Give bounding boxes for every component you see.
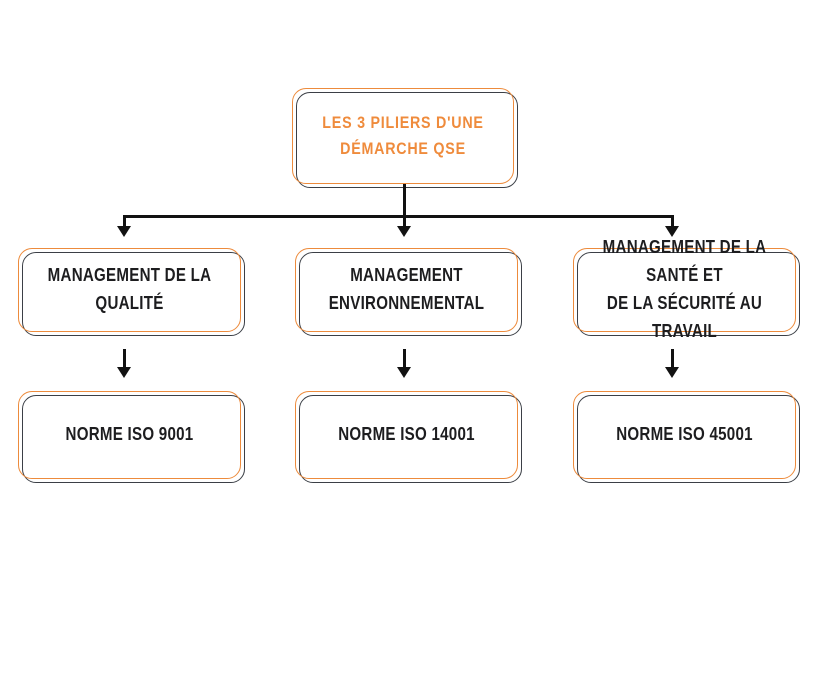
node-accent-outline [18, 248, 241, 332]
connector-branch-drop-1 [123, 215, 126, 228]
connector-pillar-1-to-standard [123, 349, 126, 370]
node-accent-outline [295, 248, 518, 332]
node-accent-outline [18, 391, 241, 479]
node-pillar-quality[interactable]: MANAGEMENT DE LA QUALITÉ [18, 248, 245, 336]
connector-pillar-2-to-standard [403, 349, 406, 370]
arrow-head-to-pillar-2 [397, 226, 411, 237]
arrow-head-to-standard-1 [117, 367, 131, 378]
node-standard-iso-9001-label: NORME ISO 9001 [65, 424, 194, 445]
node-accent-outline [573, 391, 796, 479]
node-outline [22, 395, 245, 483]
node-root-label: LES 3 PILIERS D'UNE DÉMARCHE QSE [322, 112, 484, 158]
connector-horizontal-bus [123, 215, 674, 218]
node-outline [296, 92, 518, 188]
node-outline [299, 252, 522, 336]
node-accent-outline [573, 248, 796, 332]
node-accent-outline [295, 391, 518, 479]
arrow-head-to-pillar-1 [117, 226, 131, 237]
node-standard-iso-14001[interactable]: NORME ISO 14001 [295, 391, 522, 483]
connector-branch-drop-2 [403, 215, 406, 228]
node-pillar-health-safety-label: MANAGEMENT DE LA SANTÉ ET DE LA SÉCURITÉ… [602, 237, 767, 341]
arrow-head-to-standard-2 [397, 367, 411, 378]
node-accent-outline [292, 88, 514, 184]
connector-branch-drop-3 [671, 215, 674, 228]
node-outline [22, 252, 245, 336]
node-outline [299, 395, 522, 483]
arrow-head-to-pillar-3 [665, 226, 679, 237]
node-standard-iso-45001[interactable]: NORME ISO 45001 [573, 391, 800, 483]
node-pillar-environment[interactable]: MANAGEMENT ENVIRONNEMENTAL [295, 248, 522, 336]
connector-pillar-3-to-standard [671, 349, 674, 370]
node-standard-iso-14001-label: NORME ISO 14001 [338, 424, 475, 445]
node-root[interactable]: LES 3 PILIERS D'UNE DÉMARCHE QSE [292, 88, 518, 188]
node-outline [577, 252, 800, 336]
node-pillar-health-safety[interactable]: MANAGEMENT DE LA SANTÉ ET DE LA SÉCURITÉ… [573, 237, 800, 341]
node-pillar-environment-label: MANAGEMENT ENVIRONNEMENTAL [328, 265, 485, 313]
connector-root-stem [403, 184, 406, 218]
node-outline [577, 395, 800, 483]
node-standard-iso-45001-label: NORME ISO 45001 [616, 424, 753, 445]
node-standard-iso-9001[interactable]: NORME ISO 9001 [18, 391, 245, 483]
node-pillar-quality-label: MANAGEMENT DE LA QUALITÉ [47, 265, 212, 313]
arrow-head-to-standard-3 [665, 367, 679, 378]
